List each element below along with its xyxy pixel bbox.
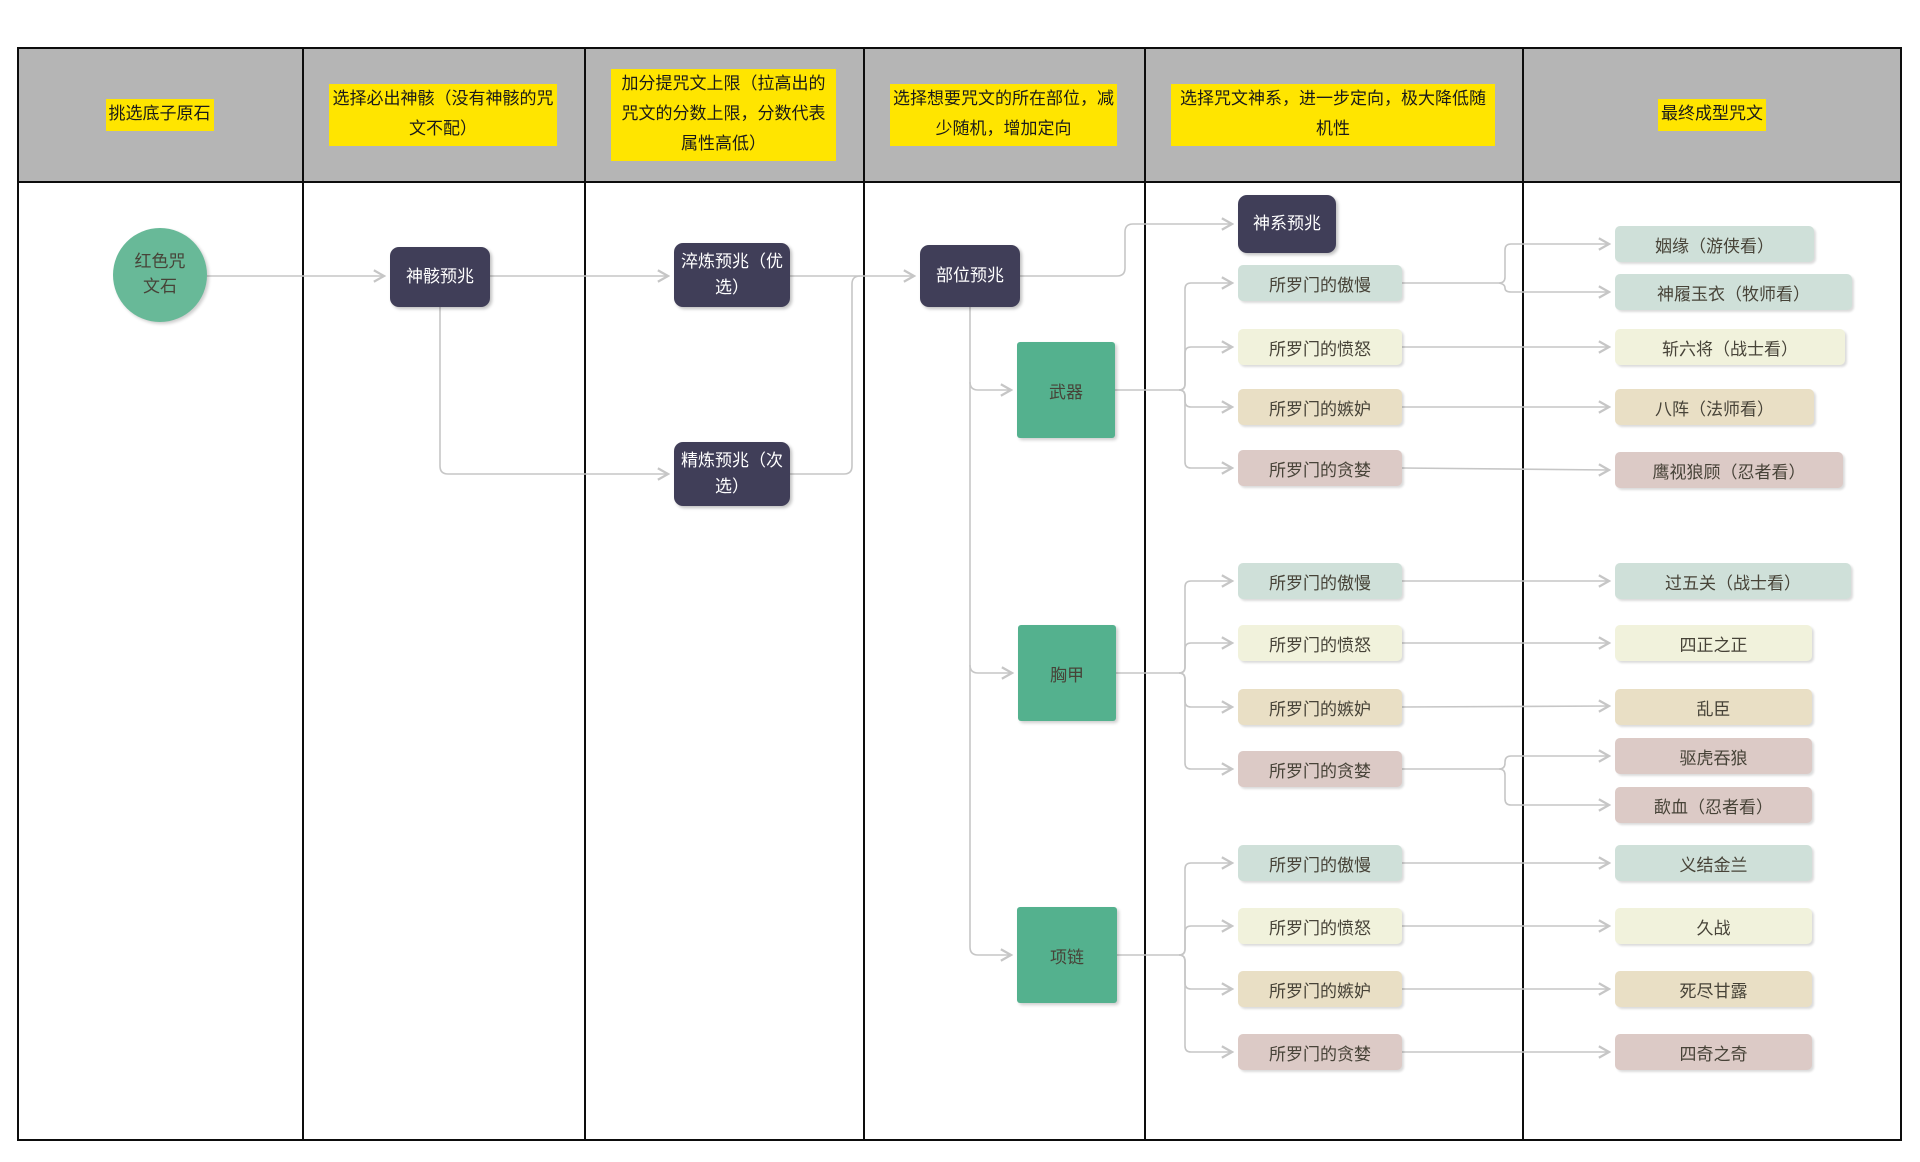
solomon-wrath-necklace: 所罗门的愤怒 <box>1238 908 1402 944</box>
result-weapon-1: 姻缘（游侠看） <box>1615 226 1814 262</box>
result-chest-3: 乱臣 <box>1615 689 1812 725</box>
solomon-wrath-weapon: 所罗门的愤怒 <box>1238 329 1402 365</box>
solomon-envy-necklace: 所罗门的嫉妒 <box>1238 971 1402 1007</box>
node-quench-omen: 淬炼预兆（优选） <box>674 243 790 307</box>
header-score-boost: 加分提咒文上限（拉高出的咒文的分数上限，分数代表属性高低） <box>584 47 863 183</box>
header-pick-base-stone: 挑选底子原石 <box>17 47 302 183</box>
node-part-weapon: 武器 <box>1017 342 1115 438</box>
node-pantheon-omen: 神系预兆 <box>1238 195 1336 253</box>
column-divider <box>863 47 865 1141</box>
result-weapon-3: 斩六将（战士看） <box>1615 329 1845 365</box>
solomon-pride-weapon: 所罗门的傲慢 <box>1238 265 1402 301</box>
result-chest-1: 过五关（战士看） <box>1615 563 1851 599</box>
header-choose-godframe: 选择必出神骸（没有神骸的咒文不配） <box>302 47 584 183</box>
result-necklace-4: 四奇之奇 <box>1615 1034 1812 1070</box>
table-outer-border <box>17 47 1902 1141</box>
solomon-greed-chest: 所罗门的贪婪 <box>1238 751 1402 787</box>
column-divider <box>1144 47 1146 1141</box>
header-final-spell: 最终成型咒文 <box>1522 47 1902 183</box>
result-weapon-2: 神履玉衣（牧师看） <box>1615 274 1852 310</box>
result-weapon-4: 八阵（法师看） <box>1615 389 1814 425</box>
result-weapon-5: 鹰视狼顾（忍者看） <box>1615 452 1843 488</box>
result-necklace-2: 久战 <box>1615 908 1812 944</box>
header-highlight: 挑选底子原石 <box>105 99 214 131</box>
header-highlight: 选择必出神骸（没有神骸的咒文不配） <box>329 84 557 146</box>
node-red-spell-stone: 红色咒文石 <box>113 228 207 322</box>
column-divider <box>302 47 304 1141</box>
result-chest-2: 四正之正 <box>1615 625 1812 661</box>
header-highlight: 加分提咒文上限（拉高出的咒文的分数上限，分数代表属性高低） <box>611 69 836 161</box>
column-divider <box>1522 47 1524 1141</box>
node-part-necklace: 项链 <box>1017 907 1117 1003</box>
solomon-pride-chest: 所罗门的傲慢 <box>1238 563 1402 599</box>
header-highlight: 最终成型咒文 <box>1658 99 1766 131</box>
solomon-greed-weapon: 所罗门的贪婪 <box>1238 450 1402 486</box>
node-godframe-omen: 神骸预兆 <box>390 247 490 307</box>
header-choose-pantheon: 选择咒文神系，进一步定向，极大降低随机性 <box>1144 47 1522 183</box>
header-highlight: 选择想要咒文的所在部位，减少随机，增加定向 <box>890 84 1117 146</box>
result-chest-5: 歃血（忍者看） <box>1615 787 1812 823</box>
node-part-chest: 胸甲 <box>1018 625 1116 721</box>
node-slot-omen: 部位预兆 <box>920 245 1020 307</box>
solomon-greed-necklace: 所罗门的贪婪 <box>1238 1034 1402 1070</box>
solomon-envy-chest: 所罗门的嫉妒 <box>1238 689 1402 725</box>
header-choose-slot: 选择想要咒文的所在部位，减少随机，增加定向 <box>863 47 1144 183</box>
solomon-pride-necklace: 所罗门的傲慢 <box>1238 845 1402 881</box>
column-divider <box>584 47 586 1141</box>
node-refine-omen: 精炼预兆（次选） <box>674 442 790 506</box>
header-highlight: 选择咒文神系，进一步定向，极大降低随机性 <box>1171 84 1495 146</box>
result-necklace-3: 死尽甘露 <box>1615 971 1812 1007</box>
result-chest-4: 驱虎吞狼 <box>1615 738 1812 774</box>
solomon-envy-weapon: 所罗门的嫉妒 <box>1238 389 1402 425</box>
solomon-wrath-chest: 所罗门的愤怒 <box>1238 625 1402 661</box>
result-necklace-1: 义结金兰 <box>1615 845 1812 881</box>
